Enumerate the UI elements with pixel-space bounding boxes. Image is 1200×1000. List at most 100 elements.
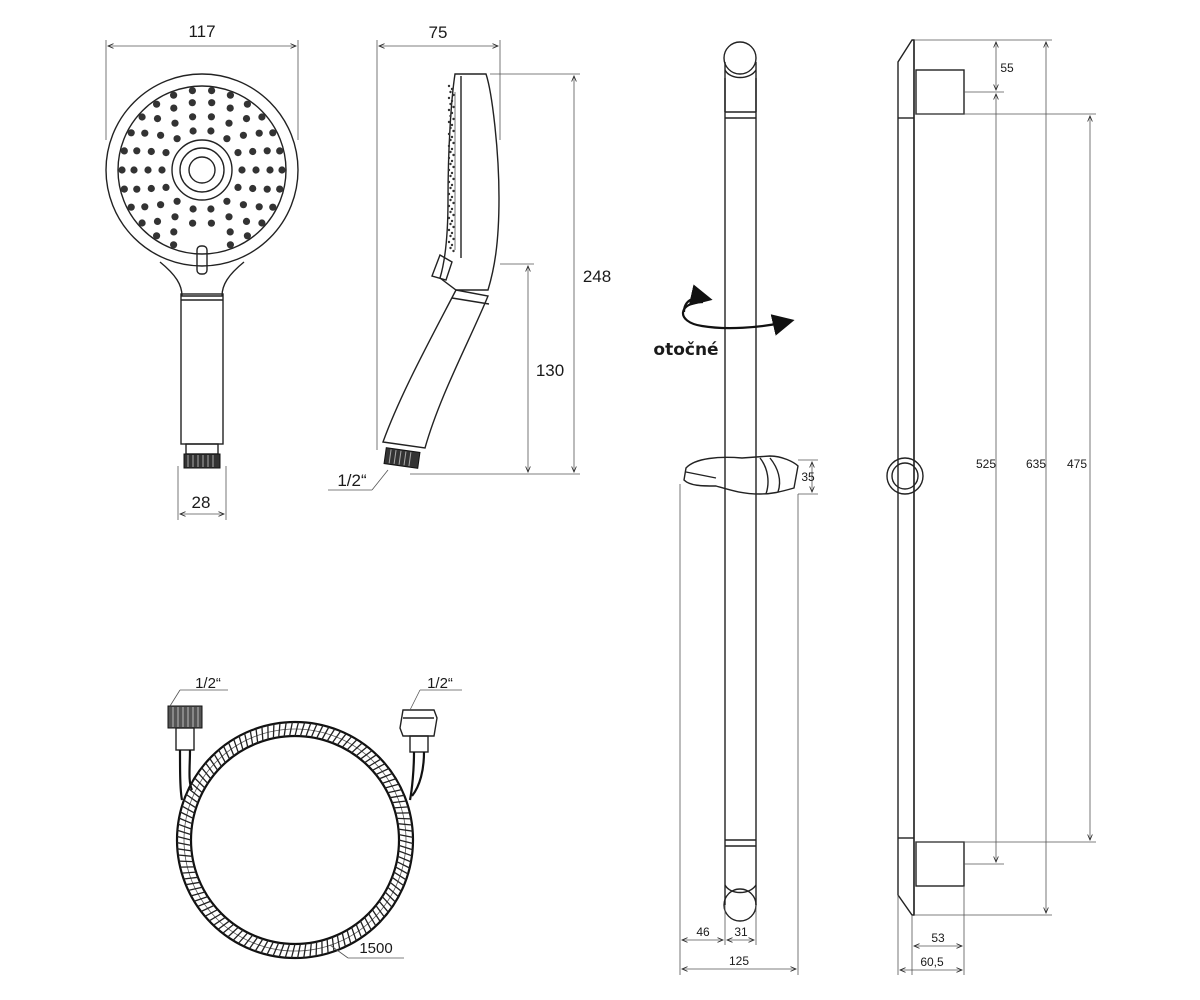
nozzle-dot: [130, 166, 138, 174]
side-nozzle-dot: [452, 249, 455, 253]
side-nozzle-dot: [449, 222, 452, 226]
hose-ridge: [201, 767, 212, 780]
nozzle-dot: [170, 91, 178, 99]
hose-ridge: [238, 735, 244, 751]
side-nozzle-dot: [447, 168, 451, 172]
side-nozzle-dot: [450, 123, 454, 127]
hose-ridge: [355, 746, 368, 757]
dim-hose-thread-right: 1/2“: [427, 675, 453, 692]
side-nozzle-dot: [449, 246, 452, 250]
hose-ridge: [378, 772, 393, 780]
nozzle-dot: [239, 131, 247, 139]
hose-ridge: [397, 823, 413, 826]
side-nozzle-dot: [452, 105, 455, 109]
hose-ridge: [371, 763, 386, 771]
hose-ridge: [204, 909, 219, 917]
hose-ridge: [266, 941, 274, 955]
hose-ridge: [181, 871, 197, 874]
nozzle-dot: [223, 135, 231, 143]
dim-bar-width: 31: [734, 925, 748, 939]
hose-ridge: [326, 728, 336, 742]
side-nozzle-dot: [450, 99, 454, 103]
hose-ridge: [336, 733, 347, 746]
hose-ridge: [351, 742, 363, 754]
nozzle-dot: [207, 113, 215, 121]
hose-ridge: [177, 823, 192, 830]
side-nozzles: [447, 84, 455, 253]
side-nozzle-dot: [452, 93, 455, 97]
dim-handle-length: 130: [536, 361, 564, 380]
nozzle-dot: [138, 219, 146, 227]
hose-ridge: [364, 916, 372, 931]
nozzle-dot: [243, 100, 251, 108]
side-nozzle-dot: [452, 177, 455, 181]
hose-ridge: [197, 900, 212, 908]
nozzle-dot: [141, 129, 149, 137]
hose-ridge: [360, 750, 373, 760]
nozzle-dot: [258, 113, 266, 121]
nozzle-dot: [170, 241, 178, 249]
hose-ridge: [355, 923, 363, 938]
side-nozzle-dot: [452, 225, 455, 229]
side-nozzle-dot: [452, 189, 455, 193]
nozzle-dot: [255, 203, 263, 211]
side-nozzle-dot: [447, 120, 451, 124]
side-nozzle-dot: [450, 87, 454, 91]
hose-ridge: [303, 943, 307, 958]
nozzle-dot: [173, 197, 181, 205]
dim-hose-length: 1500: [359, 940, 392, 957]
hose-ridge: [309, 942, 312, 958]
hose-ridge: [316, 725, 324, 739]
hose-ridge: [341, 932, 347, 947]
hose-ridge: [284, 943, 291, 958]
nozzle-dot: [263, 147, 271, 155]
hose-ridge: [178, 860, 194, 863]
nozzle-dot: [255, 129, 263, 137]
side-nozzle-dot: [452, 213, 455, 217]
side-nozzle-dot: [449, 186, 452, 190]
nozzle-dot: [269, 203, 277, 211]
nozzle-dot: [208, 87, 216, 95]
hose-ridge: [185, 881, 201, 886]
dim-hose-thread-left: 1/2“: [195, 675, 221, 692]
side-nozzle-dot: [452, 117, 455, 121]
hose-ridge: [249, 730, 254, 746]
nozzle-dot: [189, 113, 197, 121]
hose-ridge: [177, 854, 193, 857]
side-nozzle-dot: [450, 207, 454, 211]
thread-front: [183, 453, 221, 469]
hose-ridge: [368, 758, 382, 768]
nozzle-dot: [238, 166, 246, 174]
nozzle-dot: [242, 217, 251, 225]
hose-ridge: [232, 929, 244, 941]
hose-ridge: [375, 767, 390, 776]
nozzle-dot: [258, 219, 266, 227]
hose-ridge: [185, 793, 199, 804]
hose-ridge: [193, 895, 209, 902]
hose-ridge: [190, 891, 206, 897]
side-nozzle-dot: [450, 171, 454, 175]
nozzle-dot: [171, 119, 179, 127]
hose-ridge: [387, 886, 399, 898]
side-nozzle-dot: [447, 240, 451, 244]
hose-ridge: [310, 723, 318, 738]
nozzle-dot: [266, 166, 274, 174]
hose-ridge: [341, 736, 353, 748]
hose-ridge: [395, 866, 409, 875]
nozzle-dot: [147, 184, 155, 193]
hose-ridge: [346, 739, 358, 751]
hose-ridge: [176, 841, 192, 847]
side-nozzle-dot: [447, 180, 451, 184]
nozzle-dot: [225, 213, 233, 221]
nozzle-dot: [188, 99, 196, 107]
hose-ridge: [217, 920, 230, 930]
side-nozzle-dot: [447, 144, 451, 148]
nozzle-dot: [208, 99, 216, 107]
nozzle-dot: [189, 219, 197, 227]
hose-ridge: [381, 896, 393, 908]
nozzle-dot: [173, 135, 181, 143]
hose-ridge: [288, 721, 294, 737]
dim-wall-depth: 60,5: [920, 955, 944, 969]
hose-ridge: [396, 861, 410, 869]
